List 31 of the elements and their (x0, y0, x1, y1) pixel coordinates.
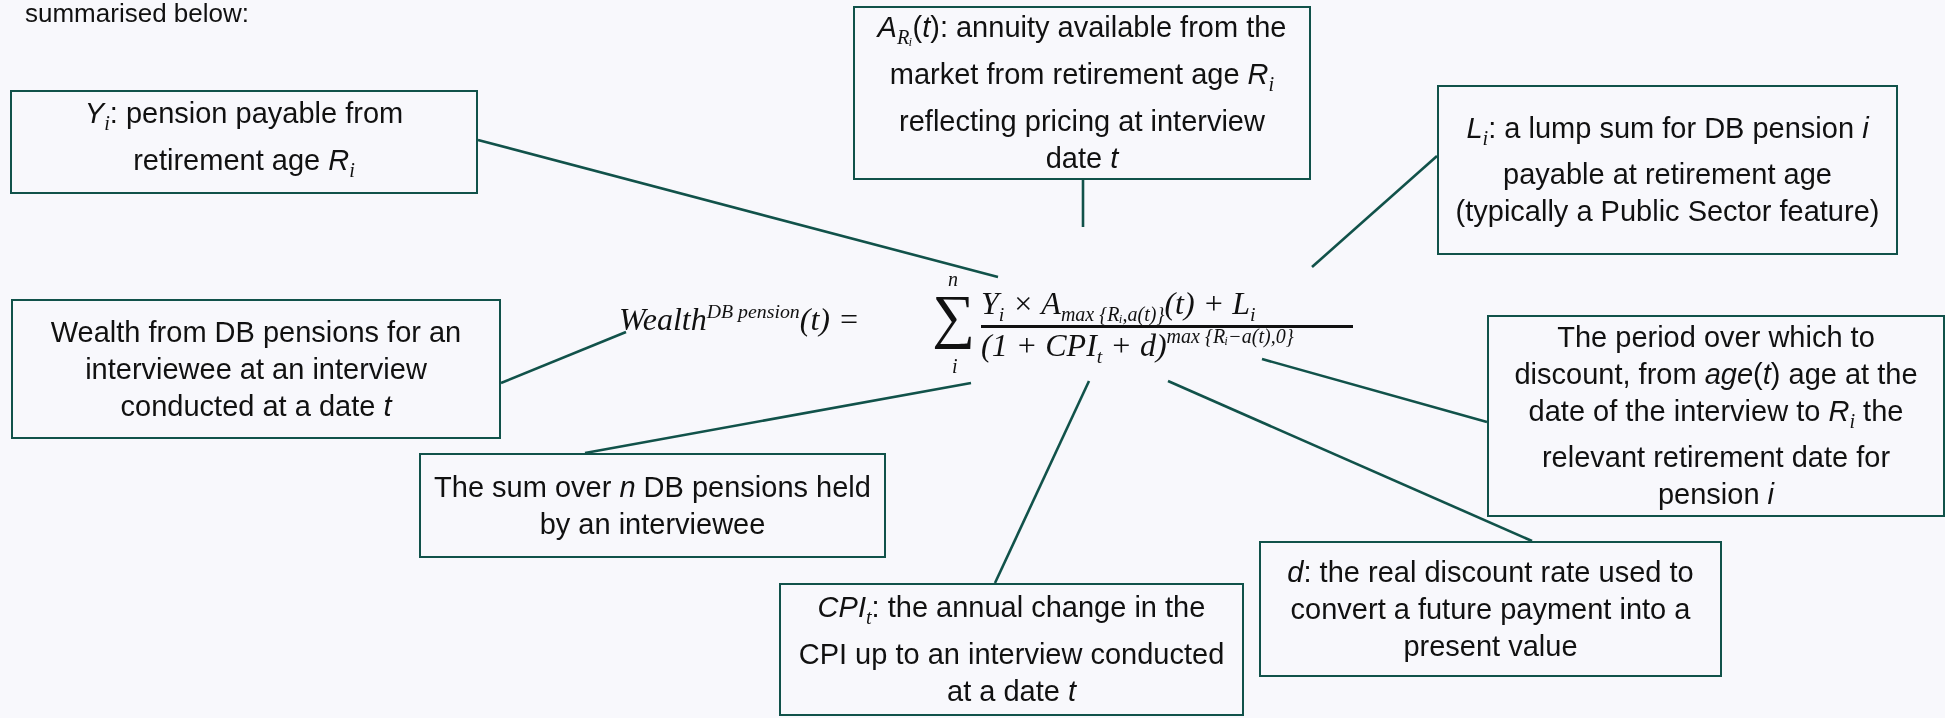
box-text: CPI$_{t}$: the annual change in the CPI up to an interview conducted at a date t (797, 590, 1226, 709)
text-box (1437, 85, 1898, 255)
numerator: (t) + L$_{i}$ (1164, 287, 1256, 326)
box-text: The sum over n DB pensions held by an interviewee (433, 469, 872, 542)
intro-text: summarised below: (25, 0, 249, 26)
leader-line (1167, 379, 1533, 543)
leader-line (1081, 180, 1085, 227)
box-text: L$_{i}$: a lump sum for DB pension i payable at retirement age (typically a Public Sector feature) (1454, 110, 1881, 230)
numerator: Y$_{i}$ × A (981, 287, 1061, 326)
text-box (779, 583, 1244, 716)
text-box (1259, 541, 1722, 677)
leader-line (477, 138, 999, 279)
leader-line (1261, 357, 1488, 424)
denominator-exponent: max {Rᵢ−a(t),0} (1166, 326, 1294, 346)
box-text: The period over which to discount, from age(t) age at the date of the interview to R$_{i}$ the relevant retirement date for pension i (1513, 319, 1919, 513)
text-box (419, 453, 886, 558)
numerator-subscript: max {Rᵢ,a(t)} (1060, 304, 1165, 324)
box-text: Y$_{i}$: pension payable from retirement age R$_{i}$ (83, 96, 405, 183)
leader-line (500, 330, 627, 385)
leader-line (993, 380, 1091, 584)
formula-text: Wealth$^{DB pension}$(t) = (619, 302, 860, 335)
leader-line (1311, 155, 1438, 268)
box-text: Wealth from DB pensions for an interviewee at an interview conducted at a date t (49, 314, 463, 424)
lower-limit: i (952, 356, 958, 376)
denominator: (1 + CPI$_{t}$ + d) (981, 329, 1167, 368)
box-text: d: the real discount rate used to convert a future payment into a present value (1286, 554, 1695, 664)
text-box (10, 90, 478, 194)
leader-line (584, 381, 972, 455)
upper-limit: n (948, 269, 958, 289)
text-box (11, 299, 501, 439)
box-text: A$_{Rᵢ}$(t): annuity available from the market from retirement age R$_{i}$ reflecting pricing at interview date t (875, 10, 1288, 176)
